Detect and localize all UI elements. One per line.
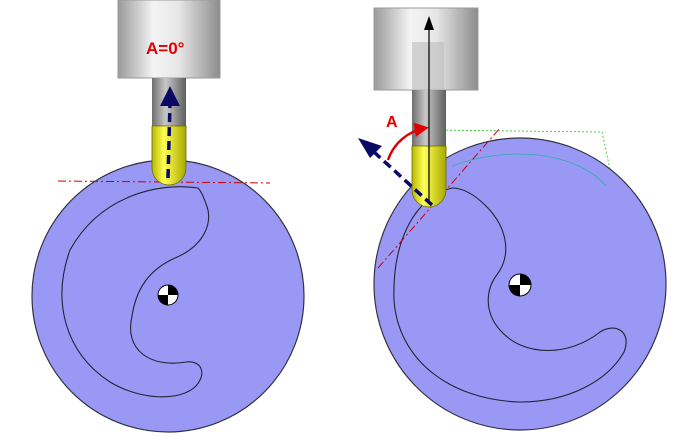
left-tangent-line xyxy=(57,180,271,184)
right-spindle-arrowhead-icon xyxy=(424,16,434,30)
right-angle-label: A xyxy=(386,114,398,131)
left-center-marker-icon xyxy=(157,284,179,306)
right-preview-arc xyxy=(451,153,607,187)
left-tool-holder xyxy=(117,0,221,79)
right-panel: A xyxy=(358,7,667,431)
left-tool-axis-arrow xyxy=(166,103,172,179)
right-spiral-groove xyxy=(393,187,627,403)
right-angle-arc xyxy=(386,122,429,161)
left-angle-label: A=0° xyxy=(146,39,185,58)
left-spiral-groove xyxy=(61,186,210,398)
right-arrowhead-icon xyxy=(358,138,382,158)
right-center-marker-icon xyxy=(508,273,532,297)
right-holder-inner xyxy=(412,42,444,90)
left-panel: A=0° xyxy=(31,0,305,433)
left-arrowhead-icon xyxy=(160,86,180,106)
